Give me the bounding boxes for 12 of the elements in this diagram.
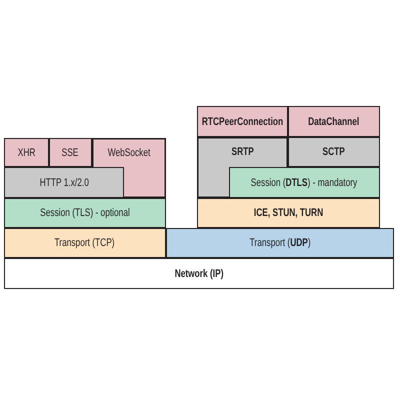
protocol-layer: WebSocket [92,138,166,198]
protocol-layer: ICE, STUN, TURN [197,198,380,228]
protocol-layer: HTTP 1.x/2.0 [4,167,124,198]
protocol-layer: SCTP [288,137,380,167]
protocol-layer: Transport (UDP) [166,228,394,258]
protocol-layer: SSE [49,138,92,167]
protocol-layer: Session (TLS) - optional [4,198,166,228]
protocol-layer: Transport (TCP) [4,228,166,258]
protocol-layer: XHR [4,138,49,167]
protocol-layer: DataChannel [288,106,380,137]
protocol-layer: RTCPeerConnection [197,106,288,137]
protocol-layer: Network (IP) [4,258,394,289]
